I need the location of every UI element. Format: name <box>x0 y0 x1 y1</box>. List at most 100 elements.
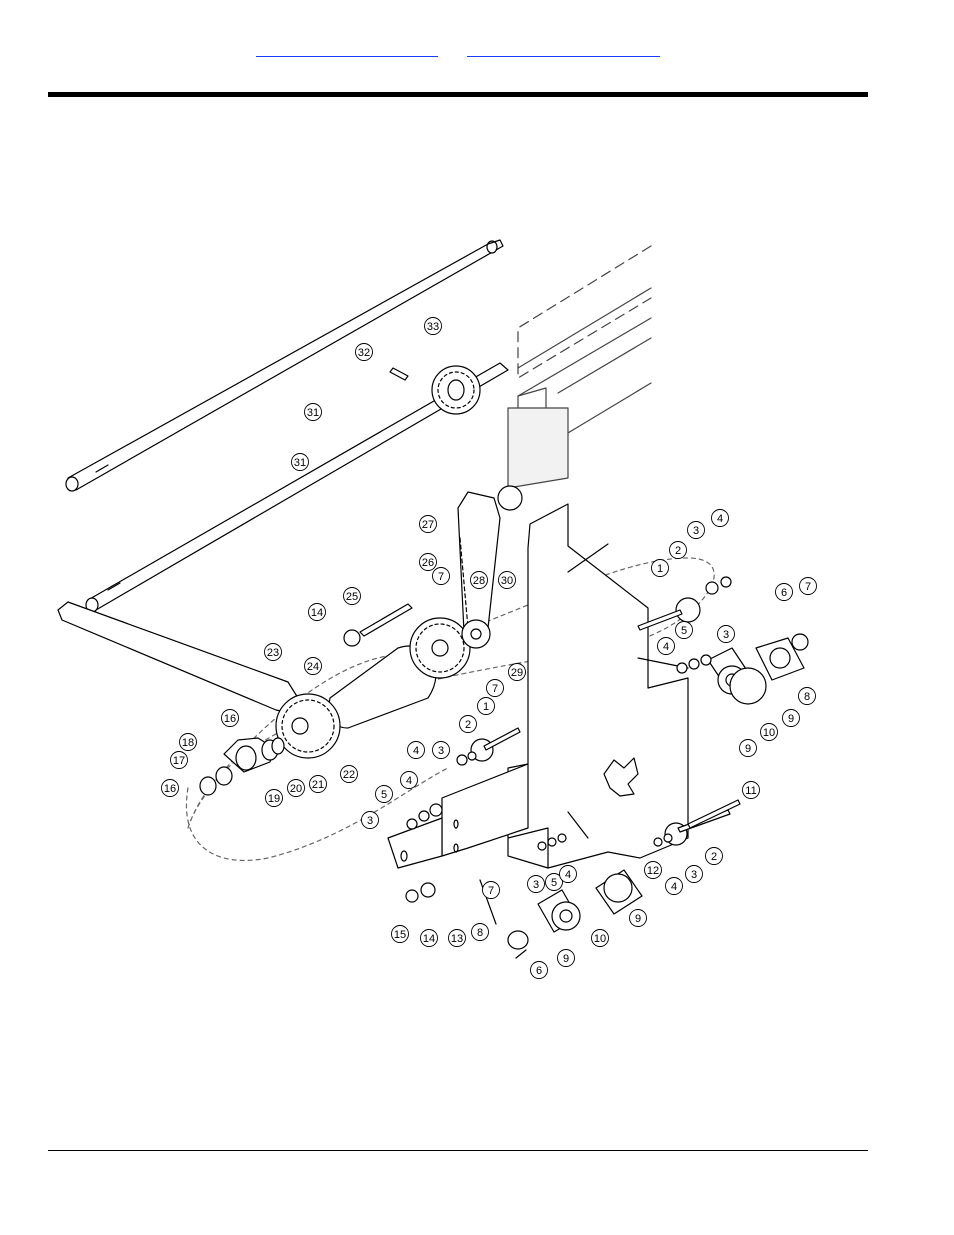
callout-circle <box>287 779 305 797</box>
callout-number: 14 <box>423 933 435 945</box>
callout-number: 16 <box>224 713 236 725</box>
bearing-assy-upper <box>707 633 809 705</box>
callout-number: 5 <box>681 625 687 637</box>
callout-circle <box>486 679 504 697</box>
callout-circle <box>530 961 548 979</box>
callout-number: 7 <box>488 885 494 897</box>
callout-circle <box>629 909 647 927</box>
callout-circle <box>591 929 609 947</box>
callout-number: 27 <box>422 519 434 531</box>
nut-15 <box>405 889 419 903</box>
callout-number: 4 <box>717 513 723 525</box>
callout-circle <box>482 881 500 899</box>
callout-number: 4 <box>565 869 571 881</box>
callout-9: 9 <box>557 949 575 967</box>
callout-number: 2 <box>465 719 471 731</box>
callout-circle <box>361 811 379 829</box>
arm-23 <box>57 601 299 713</box>
callout-circle <box>471 923 489 941</box>
callout-number: 5 <box>551 877 557 889</box>
callout-circle <box>448 929 466 947</box>
bolt-25 <box>359 603 413 637</box>
callout-number: 22 <box>343 769 355 781</box>
callout-number: 4 <box>671 881 677 893</box>
callout-circle <box>675 621 693 639</box>
star-washer-12 <box>603 757 639 797</box>
callout-3: 3 <box>361 811 379 829</box>
callout-circle <box>669 541 687 559</box>
callout-9: 9 <box>629 909 647 927</box>
callout-number: 32 <box>358 347 370 359</box>
callout-number: 15 <box>394 929 406 941</box>
callout-number: 11 <box>745 785 756 797</box>
callout-number: 8 <box>804 691 810 703</box>
parts-diagram-drawing: 3332313127262830729725142423123467453891… <box>57 239 817 979</box>
callout-7: 7 <box>486 679 504 697</box>
nav-link-1[interactable] <box>256 40 438 57</box>
callout-number: 4 <box>406 775 412 787</box>
callout-number: 24 <box>307 661 319 673</box>
sprocket-2-center <box>456 727 521 766</box>
nav-link-2[interactable] <box>467 40 660 57</box>
callout-13: 13 <box>448 929 466 947</box>
callout-number: 5 <box>381 789 387 801</box>
callout-number: 3 <box>438 745 444 757</box>
callout-4: 4 <box>657 637 675 655</box>
callout-number: 26 <box>422 557 434 569</box>
callout-circle <box>304 403 322 421</box>
callout-circle <box>432 741 450 759</box>
callout-circle <box>687 521 705 539</box>
callout-circle <box>391 925 409 943</box>
callout-circle <box>432 567 450 585</box>
callout-22: 22 <box>340 765 358 783</box>
callout-circle <box>508 663 526 681</box>
callout-number: 31 <box>307 407 319 419</box>
sprocket-2-upper <box>637 576 732 631</box>
callout-number: 2 <box>711 851 717 863</box>
callout-number: 33 <box>427 321 439 333</box>
lower-flange <box>387 763 529 869</box>
callout-number: 7 <box>805 581 811 593</box>
callout-circle <box>170 751 188 769</box>
callout-1: 1 <box>477 697 495 715</box>
callout-circle <box>477 697 495 715</box>
callout-number: 9 <box>788 713 794 725</box>
drive-chain <box>187 557 715 829</box>
callout-16: 16 <box>161 779 179 797</box>
callout-14: 14 <box>308 603 326 621</box>
callout-11: 11 <box>742 781 760 799</box>
callout-number: 31 <box>294 457 306 469</box>
callout-circle <box>407 741 425 759</box>
header-rule <box>48 92 868 97</box>
callout-number: 13 <box>451 933 463 945</box>
bearing-assy-lower <box>507 869 643 959</box>
callout-circle <box>711 509 729 527</box>
header-frame <box>507 245 652 489</box>
callout-number: 3 <box>723 629 729 641</box>
callout-8: 8 <box>471 923 489 941</box>
callout-number: 9 <box>563 953 569 965</box>
sprocket-33 <box>431 365 481 415</box>
upper-idler-sprocket <box>497 485 523 511</box>
callout-number: 7 <box>492 683 498 695</box>
callout-circle <box>657 637 675 655</box>
callout-number: 23 <box>267 647 279 659</box>
callout-31: 31 <box>291 453 309 471</box>
callout-number: 10 <box>594 933 606 945</box>
callout-7: 7 <box>432 567 450 585</box>
callout-number: 10 <box>763 727 775 739</box>
callout-circle <box>375 785 393 803</box>
callout-number: 21 <box>312 779 324 791</box>
callout-number: 3 <box>533 879 539 891</box>
callout-3: 3 <box>527 875 545 893</box>
callout-circle <box>264 643 282 661</box>
callout-circle <box>340 765 358 783</box>
callout-circle <box>498 571 516 589</box>
callout-number: 8 <box>477 927 483 939</box>
callout-number: 3 <box>693 525 699 537</box>
callout-circle <box>717 625 735 643</box>
callout-4: 4 <box>665 877 683 895</box>
callout-circle <box>651 559 669 577</box>
callout-circle <box>420 929 438 947</box>
